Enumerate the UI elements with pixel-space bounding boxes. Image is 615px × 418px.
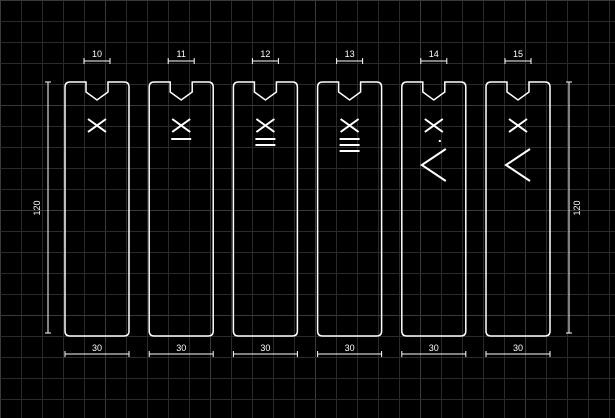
roman-numeral: X xyxy=(87,118,107,133)
right-height-dimension: 120 xyxy=(566,81,582,334)
left-height-label: 120 xyxy=(32,200,42,215)
numeral-stroke xyxy=(171,118,191,133)
stick-outline xyxy=(148,81,214,337)
top-dimension-label: 10 xyxy=(92,49,102,59)
bottom-dimension-label: 30 xyxy=(345,343,355,353)
right-height-label: 120 xyxy=(572,200,582,215)
numeral-stroke xyxy=(504,148,531,182)
top-dimension-label: 15 xyxy=(513,49,523,59)
stick-outline xyxy=(485,81,551,337)
bottom-dimension-label: 30 xyxy=(260,343,270,353)
top-dimension-label: 13 xyxy=(345,49,355,59)
bottom-dimension-label: 30 xyxy=(176,343,186,353)
stick-outline xyxy=(232,81,299,337)
roman-numeral: XIII xyxy=(339,118,360,152)
stick-outline xyxy=(316,81,383,337)
numeral-stroke xyxy=(87,118,107,133)
stick-2: XI 11 30 xyxy=(148,49,214,357)
bottom-dimension-label: 30 xyxy=(429,343,439,353)
stick-outline xyxy=(64,81,130,337)
stick-outline xyxy=(401,81,467,337)
left-height-dimension: 120 xyxy=(32,81,51,334)
roman-numeral: XIV xyxy=(419,118,447,182)
bottom-dimension-label: 30 xyxy=(92,343,102,353)
top-dimension-label: 11 xyxy=(177,49,186,59)
numeral-stroke xyxy=(340,118,360,133)
top-dimension-label: 12 xyxy=(260,49,270,59)
roman-numeral: XII xyxy=(255,118,276,146)
top-dimension-label: 14 xyxy=(429,49,439,59)
stick-3: XII 12 30 xyxy=(232,49,299,357)
stick-1: X 10 30 xyxy=(64,49,130,357)
numeral-stroke xyxy=(508,118,528,133)
stick-4: XIII 13 30 xyxy=(316,49,383,357)
stick-group: X 10 30 XI 11 30 XII 12 30 XIII 13 30 XIV 14 30 XV 15 30 xyxy=(64,49,551,357)
numeral-stroke xyxy=(419,148,447,182)
roman-numeral: XI xyxy=(171,118,192,140)
numeral-stroke xyxy=(255,118,275,133)
stick-6: XV 15 30 xyxy=(485,49,551,357)
numeral-stroke xyxy=(424,118,444,133)
roman-numeral: XV xyxy=(504,118,531,182)
bottom-dimension-label: 30 xyxy=(513,343,523,353)
stick-5: XIV 14 30 xyxy=(401,49,467,357)
